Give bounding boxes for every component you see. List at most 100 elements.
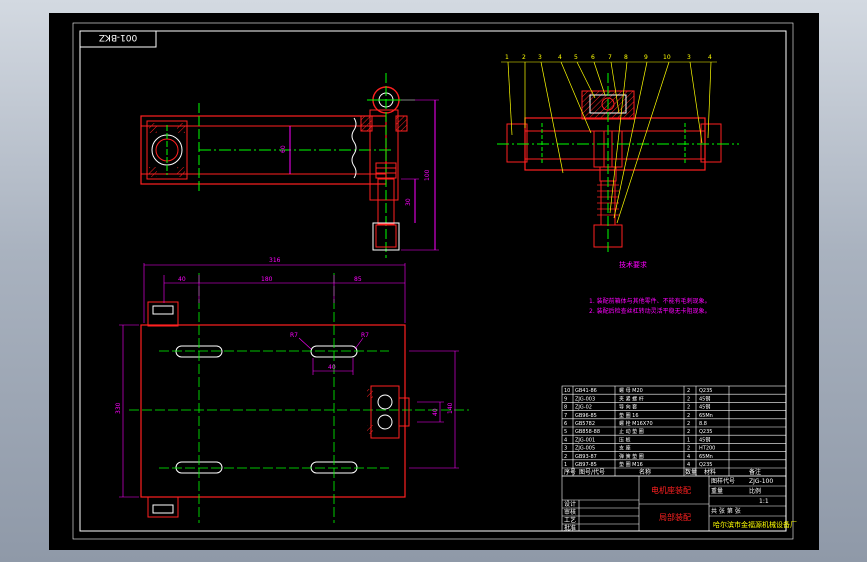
dim-side-lower: 30 [405,198,412,206]
callout-12: 4 [708,54,712,61]
callout-11: 3 [687,54,691,61]
dim-slot-left: R7 [290,332,298,339]
bom-cell-code: GB97-85 [575,462,597,468]
bom-cell-mat: HT200 [699,446,715,452]
bom-cell-mat: 45钢 [699,436,710,443]
bom-cell-qty: 2 [687,396,690,402]
sig-process: 工艺 [564,516,576,524]
part-name: 局部装配 [659,512,691,522]
bom-cell-name: 螺 母 M20 [619,387,643,394]
bom-cell-mat: 65Mn [699,454,713,460]
bom-cell-no: 4 [564,437,567,443]
dim-seg-left: 40 [178,276,186,283]
tech-note-1: 1. 装配前箱体与其他零件、不能有毛刺现象。 [589,297,711,305]
plan-view: 316 40 180 85 R7 R7 40 40 140 330 [115,257,469,523]
bom-cell-code: ZJG-001 [575,437,595,443]
callout-6: 6 [591,54,595,61]
scale-label: 比例 [749,487,761,495]
bom-cell-no: 9 [564,396,567,402]
bom-cell-qty: 4 [687,454,690,460]
callout-5: 5 [574,54,578,61]
bom-cell-code: ZJG-005 [575,446,595,452]
bom-cell-code: ZJG-003 [575,396,595,402]
bom-cell-qty: 2 [687,413,690,419]
bom-header-code: 图号/代号 [579,468,605,476]
stamp-box [79,30,157,48]
callout-3: 3 [538,54,542,61]
bom-cell-name: 止 动 垫 圈 [619,428,644,435]
bom-cell-no: 10 [564,388,570,394]
bom-header-no: 序号 [564,468,576,476]
bom-cell-code: ZJG-02 [575,405,592,411]
bom-cell-mat: Q235 [699,429,712,435]
callout-9: 9 [644,54,648,61]
dim-slot-width: 40 [328,364,336,371]
bom-cell-no: 5 [564,429,567,435]
bom-cell-mat: Q235 [699,388,712,394]
bom-cell-no: 3 [564,446,567,452]
bom-cell-qty: 2 [687,429,690,435]
outer-frame [72,22,794,540]
tech-notes-title: 技术要求 [619,260,647,269]
sig-review: 审核 [564,508,576,516]
bom-cell-name: 螺 栓 M16X70 [619,420,653,427]
bom-cell-name: 弹 簧 垫 圈 [619,453,644,460]
bom-header-name: 名称 [639,468,651,476]
dim-seg-mid: 180 [261,276,273,283]
bom-cell-mat: 45钢 [699,395,710,402]
sig-design: 设计 [564,500,576,508]
drawing-number: ZJG-100 [749,478,773,485]
bom-cell-no: 1 [564,462,567,468]
bom-cell-name: 夹 紧 螺 杆 [619,395,644,402]
dim-slot-right: R7 [361,332,369,339]
dim-overall-width: 316 [269,257,281,264]
callout-8: 8 [624,54,628,61]
drawing-sheet[interactable]: 001-BKZ 60 [49,13,819,550]
bom-cell-mat: 65Mn [699,413,713,419]
bom-cell-qty: 2 [687,405,690,411]
assembly-name: 电机座装配 [651,485,691,495]
bom-header-qty: 数量 [685,468,697,476]
stamp-text: 001-BKZ [99,32,137,42]
dim-block-span: 140 [447,402,454,414]
drawing-canvas: 001-BKZ 60 [72,22,797,540]
bom-cell-qty: 2 [687,388,690,394]
callout-4: 4 [558,54,562,61]
dim-block-height: 40 [432,408,439,416]
bom-cell-qty: 2 [687,421,690,427]
section-view: 1 2 3 4 5 6 7 8 9 10 3 4 [497,54,739,253]
bom-cell-name: 支 座 [619,445,631,452]
tech-note-2: 2. 装配后检查丝杠转动灵活平稳无卡阻现象。 [589,307,711,315]
bom-cell-mat: Q235 [699,462,712,468]
bom-cell-code: GB93-87 [575,454,597,460]
bom-cell-code: GB96-85 [575,413,597,419]
dim-side-height: 100 [424,169,431,181]
bom-cell-mat: 45钢 [699,404,710,411]
bom-header: 序号 图号/代号 名称 数量 材料 备注 [564,468,761,476]
bom-cell-name: 导 向 套 [619,404,637,411]
inner-frame [79,30,787,532]
title-block [561,475,787,532]
bom-cell-qty: 1 [687,437,690,443]
callout-10: 10 [663,54,671,61]
bom-cell-no: 7 [564,413,567,419]
bom-cell-no: 2 [564,454,567,460]
bom-cell-name: 垫 圈 M16 [619,461,643,468]
bom-cell-name: 压 板 [619,436,631,443]
sig-approve: 批准 [564,524,576,532]
bom-cell-qty: 2 [687,446,690,452]
callout-7: 7 [608,54,612,61]
bom-cell-mat: 8.8 [699,421,707,427]
bom-cell-no: 8 [564,405,567,411]
title-block-text: 电机座装配 局部装配 图样代号 ZJG-100 重量 比例 1:1 共 张 第 … [564,477,797,532]
bom-cell-code: GB41-86 [575,388,597,394]
bom-header-mat: 材料 [704,468,716,476]
dim-plate-height: 330 [115,402,122,414]
sheet-label: 共 张 第 张 [711,507,741,515]
company-name: 哈尔滨市金福源机械设备厂 [713,520,797,529]
callout-2: 2 [522,54,526,61]
weight-label: 重量 [711,487,723,495]
drawing-label: 图样代号 [711,477,735,485]
